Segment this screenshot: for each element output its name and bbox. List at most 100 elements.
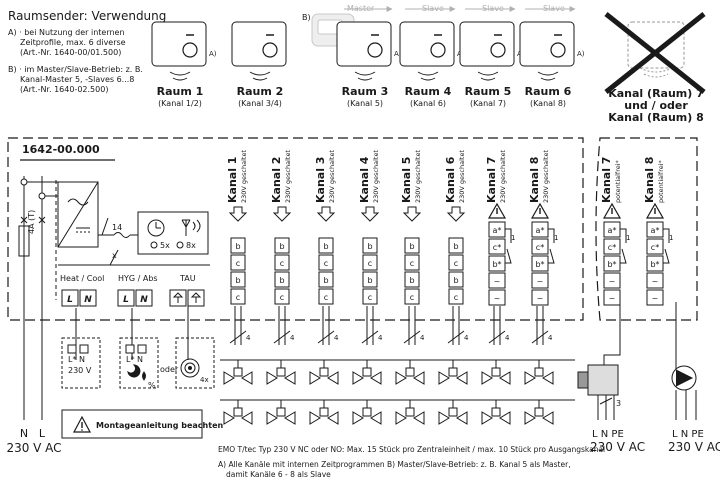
valve-icon — [223, 371, 253, 385]
valve-icon — [438, 411, 468, 425]
terminal-box — [230, 288, 246, 305]
legend-a-line-2: Zeitprofile, max. 6 diverse — [20, 38, 126, 47]
valve-actuator — [438, 400, 468, 425]
terminal-box — [531, 289, 549, 306]
valve-icon — [352, 411, 382, 425]
actuator-head — [276, 407, 286, 417]
terminal-label: c* — [608, 243, 616, 252]
terminal-label: c* — [536, 243, 544, 252]
terminal-label: c — [324, 259, 328, 268]
down-arrow-icon — [446, 206, 466, 222]
right-voltage-2: 230 V AC — [668, 440, 720, 454]
valve-actuator — [481, 400, 511, 425]
channel-sub: 230V geschaltet — [372, 150, 380, 203]
relay-mark: 1 — [511, 234, 515, 242]
terminal-box — [448, 237, 464, 254]
terminal-label: b — [235, 242, 240, 251]
fuse-label: 4A (T) — [27, 210, 36, 234]
crossed-room-line-2: und / oder — [624, 99, 688, 112]
motor-wire-count: 3 — [616, 399, 621, 408]
terminal-label: b* — [650, 260, 659, 269]
room-sensor-body — [336, 21, 392, 67]
terminal-label: b — [323, 242, 328, 251]
room-channel: (Kanal 3/4) — [238, 99, 282, 108]
valve-icon — [309, 371, 339, 385]
room-sensor-body — [519, 21, 575, 67]
wire-count-slash — [361, 330, 379, 344]
master-label: Master — [347, 4, 375, 13]
room-name: Raum 6 — [525, 85, 572, 98]
sensor1-ln: L* N — [68, 355, 85, 364]
footnote-line-2: damit Kanäle 6 - 8 als Slave — [226, 470, 331, 479]
mains-voltage-label: 230 V AC — [6, 441, 61, 455]
main-enclosure — [7, 137, 698, 321]
sensor2-ln: L* N — [126, 355, 143, 364]
wire-count-4: 4 — [464, 334, 469, 342]
valve-icon — [438, 371, 468, 385]
legend-a-line-3: (Art.-Nr. 1640-00/01.500) — [20, 48, 121, 57]
terminal-label: b — [235, 276, 240, 285]
wire-count-4: 4 — [290, 334, 295, 342]
terminal-label: b* — [607, 260, 616, 269]
valve-icon — [352, 371, 382, 385]
room-sensor-body — [231, 21, 287, 67]
terminal-box — [646, 238, 664, 255]
terminal-label: b — [453, 242, 458, 251]
room-sensors: A)Raum 1(Kanal 1/2)Raum 2(Kanal 3/4)A)Ra… — [151, 21, 585, 108]
crossed-room-line-3: Kanal (Raum) 8 — [608, 111, 704, 124]
actuator-head — [405, 367, 415, 377]
room-sensor-body — [399, 21, 455, 67]
down-arrow-icon — [402, 206, 422, 222]
master-slave-b-label: B) — [302, 13, 311, 22]
clock-8x: 8x — [186, 241, 196, 250]
footnote-emo: EMO T/tec Typ 230 V NC oder NO: Max. 15 … — [218, 445, 605, 454]
terminal-label: a* — [651, 226, 660, 235]
valve-icon — [266, 371, 296, 385]
signal-waves-icon — [537, 71, 559, 81]
terminal-box — [488, 289, 506, 306]
actuator-head — [405, 407, 415, 417]
relay-mark: 1 — [626, 234, 630, 242]
room-a-mark: A) — [209, 50, 217, 58]
channel-name: Kanal 7 — [600, 157, 613, 203]
legend-b-line-2: Kanal-Master 5, -Slaves 6...8 — [20, 75, 134, 84]
right-voltage-1: 230 V AC — [590, 440, 645, 454]
channel-name: Kanal 8 — [528, 157, 541, 203]
actuator-head — [491, 407, 501, 417]
terminal-box — [404, 288, 420, 305]
tau-terminal-arrows — [172, 292, 202, 303]
wire-count-4: 4 — [246, 334, 251, 342]
channel-name: Kanal 6 — [444, 156, 457, 203]
terminal-box — [603, 289, 621, 306]
terminal-label: ~ — [652, 277, 659, 286]
terminal-label: b — [453, 276, 458, 285]
terminal-label: c — [368, 259, 372, 268]
actuator-bus — [220, 359, 575, 425]
terminal-label: b — [279, 276, 284, 285]
wire-count-slash — [273, 330, 291, 344]
terminal-box — [531, 238, 549, 255]
valve-actuator — [395, 400, 425, 425]
terminal-label: b — [279, 242, 284, 251]
warning-note-text: Montageanleitung beachten — [96, 421, 223, 430]
terminal-label: c — [236, 259, 240, 268]
down-arrow-icon — [228, 206, 248, 222]
signal-waves-icon — [417, 71, 439, 81]
actuator-head — [534, 367, 544, 377]
wire-count-4: 4 — [334, 334, 339, 342]
terminal-box — [274, 288, 290, 305]
wire-count-slash — [403, 330, 421, 344]
terminal-box — [274, 271, 290, 288]
terminal-box — [230, 271, 246, 288]
terminal-label: c — [454, 259, 458, 268]
warning-icon — [73, 415, 91, 433]
wire-count-4: 4 — [548, 334, 553, 342]
terminal-box — [318, 288, 334, 305]
wire-count-4: 4 — [420, 334, 425, 342]
room-channel: (Kanal 5) — [347, 99, 383, 108]
valve-actuator — [266, 400, 296, 425]
